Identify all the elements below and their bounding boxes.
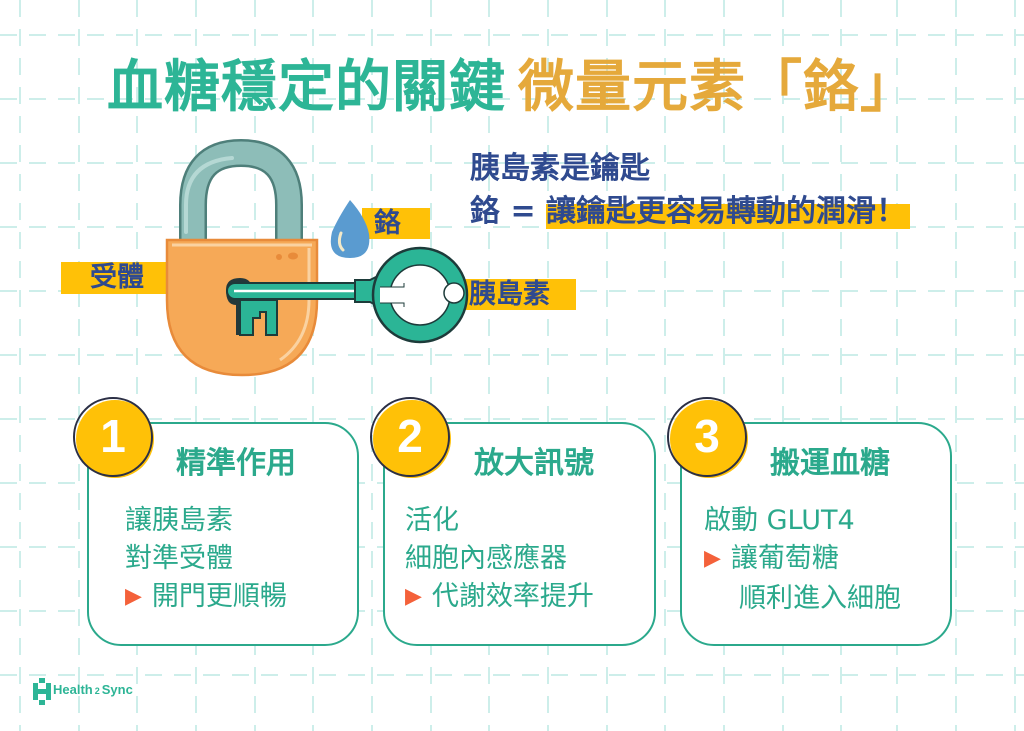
chromium-label-text: 鉻 (374, 208, 401, 239)
card-body: 啟動 GLUT4 ▶ 讓葡萄糖 順利進入細胞 (704, 502, 901, 618)
card-line-text: 開門更順暢 (151, 581, 287, 612)
badge-ring (667, 397, 747, 477)
badge-number: 3 (694, 410, 720, 462)
card-body: 讓胰島素 對準受體 ▶ 開門更順暢 (125, 502, 287, 618)
card-line: 讓胰島素 (125, 505, 233, 536)
arrow-right-icon: ▶ (405, 584, 422, 609)
card-line: 啟動 GLUT4 (704, 505, 855, 536)
card-title: 搬運血糖 (770, 446, 890, 481)
chromium-label: 鉻 (362, 208, 430, 239)
receptor-label-text: 受體 (90, 262, 144, 293)
key-icon (226, 246, 469, 344)
title-part-1: 血糖穩定的關鍵 (107, 55, 506, 120)
badge-ring (73, 397, 153, 477)
logo-word-two: 2 (94, 686, 100, 696)
badge-ring (370, 397, 450, 477)
logo-word-health: Health (53, 682, 93, 697)
logo-word-sync: Sync (101, 682, 133, 697)
insulin-label: 胰島素 (460, 279, 576, 310)
receptor-label: 受體 (61, 262, 171, 294)
card-line: ▶ 開門更順暢 (125, 578, 287, 618)
padlock-icon (165, 138, 319, 377)
description-line-1: 胰島素是鑰匙 (470, 151, 650, 186)
card-line: 活化 (405, 505, 459, 536)
card-line: 對準受體 (125, 543, 233, 574)
step-badge-1: 1 (73, 397, 154, 478)
description-prefix: 鉻 = (470, 194, 547, 229)
card-title: 放大訊號 (474, 446, 594, 481)
lock-and-key-illustration (165, 138, 469, 377)
water-drop-icon (330, 200, 370, 258)
title-part-2: 微量元素「鉻」 (518, 55, 917, 120)
card-line-text: 讓葡萄糖 (730, 543, 839, 574)
card-line: ▶ 代謝效率提升 (405, 578, 594, 618)
card-line: ▶ 讓葡萄糖 (704, 540, 901, 580)
card-precise-action: 精準作用 讓胰島素 對準受體 ▶ 開門更順暢 (87, 422, 359, 646)
arrow-right-icon: ▶ (125, 584, 142, 609)
card-title: 精準作用 (176, 446, 296, 481)
card-line: 細胞內感應器 (405, 543, 567, 574)
page-title: 血糖穩定的關鍵微量元素「鉻」 (0, 52, 1024, 124)
card-body: 活化 細胞內感應器 ▶ 代謝效率提升 (405, 502, 594, 618)
health2sync-logo-icon (33, 678, 51, 705)
badge-number: 2 (397, 410, 423, 462)
badge-number: 1 (100, 410, 126, 462)
card-line-text: 代謝效率提升 (431, 581, 594, 612)
arrow-right-icon: ▶ (704, 546, 721, 571)
insulin-label-text: 胰島素 (469, 279, 550, 310)
description-line-2: 鉻 = 讓鑰匙更容易轉動的潤滑！ (470, 193, 911, 231)
card-line: 順利進入細胞 (739, 583, 901, 614)
step-badge-3: 3 (667, 397, 748, 478)
step-badge-2: 2 (370, 397, 451, 478)
description-highlight: 讓鑰匙更容易轉動的潤滑！ (546, 194, 911, 229)
